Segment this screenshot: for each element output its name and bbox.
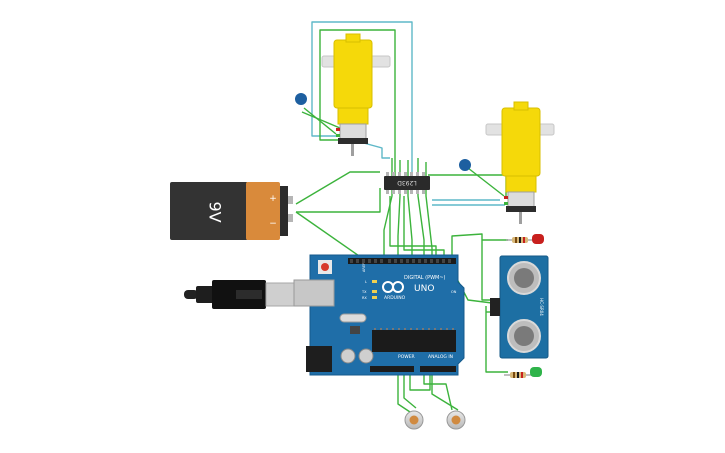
resistor-bottom[interactable] [504,372,532,378]
arduino-led-rx: RX [362,296,367,300]
battery-plus-label: + [269,194,277,204]
arduino-brand: ARDUINO [384,295,406,301]
wire-battery-plus[interactable] [295,171,380,205]
arduino-on-label: ON [451,290,457,294]
sensor-label: HC-SR04 [539,298,544,316]
wire-ldr2-b[interactable] [431,370,459,411]
wire-led-red[interactable] [451,233,500,301]
wire-ldr1-a[interactable] [397,372,411,413]
led-red[interactable] [532,234,544,244]
wire-motor1-b[interactable] [319,29,396,178]
battery-9v[interactable]: 9V + − [170,182,293,240]
arduino-led-tx: TX [361,290,367,294]
ultrasonic-sensor[interactable]: HC-SR04 [490,255,549,359]
wire-motor1-a[interactable] [311,21,413,178]
arduino-power-label: POWER [398,354,415,360]
driver-ic-label: L293D [397,179,417,186]
wire-motor2-c[interactable] [428,174,507,196]
wire-battery-gnd[interactable] [295,211,363,259]
arduino-digital-label: DIGITAL (PWM~) [404,275,446,281]
photoresistor-right[interactable] [446,410,466,430]
led-green[interactable] [530,367,542,377]
battery-minus-label: − [269,219,277,229]
wire-motor1-c[interactable] [301,111,341,129]
usb-cable[interactable] [184,280,295,309]
battery-voltage-label: 9V [206,201,225,222]
wire-ldr1-b[interactable] [403,372,417,409]
capacitor-left[interactable] [295,93,307,105]
arduino-uno[interactable]: AREF DIGITAL (PWM~) L TX RX ARDUINO UNO … [293,254,465,376]
wire-motor1-e[interactable] [359,141,390,159]
resistor-top[interactable] [506,237,534,243]
wire-led-green[interactable] [485,306,508,373]
arduino-model: UNO [414,284,434,294]
wire-motor1-d[interactable] [303,107,337,135]
wire-d6[interactable] [389,196,437,258]
photoresistor-left[interactable] [404,410,424,430]
arduino-analog-label: ANALOG IN [428,354,453,360]
wire-ldr2-a[interactable] [423,370,453,411]
arduino-led-l: L [365,280,367,284]
dc-motor-right[interactable] [485,101,555,224]
motor-driver-ic[interactable]: L293D [384,172,430,194]
wire-battery-minus[interactable] [296,188,381,213]
wire-ldr-common[interactable] [409,372,431,391]
dc-motor-left[interactable] [321,33,391,156]
arduino-aref-label: AREF [362,263,366,272]
wire-motor2-d[interactable] [467,167,505,197]
wire-d7[interactable] [403,196,445,258]
arduino-logo-icon [382,281,404,293]
capacitor-right[interactable] [459,159,471,171]
